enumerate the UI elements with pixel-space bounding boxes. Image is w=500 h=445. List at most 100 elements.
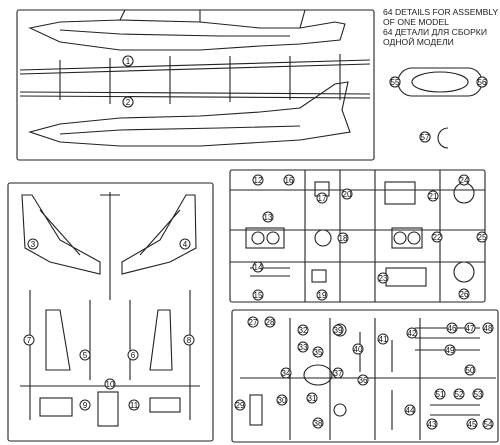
svg-text:33: 33 [299, 343, 308, 352]
svg-text:16: 16 [285, 176, 294, 185]
svg-text:54: 54 [484, 420, 493, 429]
callout-13: 13 [262, 211, 274, 223]
svg-text:31: 31 [308, 394, 317, 403]
callout-47: 47 [464, 322, 476, 334]
callout-15: 15 [252, 289, 264, 301]
assembly-note-line-3: 64 ДЕТАЛИ ДЛЯ СБОРКИ [383, 27, 487, 37]
callout-43: 43 [426, 418, 438, 430]
svg-text:32: 32 [299, 326, 308, 335]
callout-33: 33 [297, 341, 309, 353]
svg-text:37: 37 [334, 369, 343, 378]
callout-49: 49 [444, 344, 456, 356]
callout-25: 25 [476, 231, 488, 243]
fuselage-half-top [28, 19, 346, 51]
callout-52: 52 [453, 388, 465, 400]
svg-text:41: 41 [379, 335, 388, 344]
callout-14: 14 [252, 261, 264, 273]
svg-text:29: 29 [236, 401, 245, 410]
callout-22: 22 [431, 231, 443, 243]
callout-29: 29 [234, 399, 246, 411]
callout-3: 3 [27, 238, 39, 250]
callout-55: 55 [389, 76, 401, 88]
svg-text:13: 13 [264, 213, 273, 222]
svg-text:35: 35 [314, 348, 323, 357]
callout-5: 5 [79, 349, 91, 361]
svg-text:55: 55 [391, 78, 400, 87]
wing-left [21, 194, 101, 275]
svg-text:1: 1 [126, 57, 131, 66]
sprue-frame-detail-parts [231, 309, 499, 443]
assembly-note-line-1: 64 DETAILS FOR ASSEMBLY [383, 7, 499, 17]
callout-8: 8 [183, 334, 195, 346]
svg-text:50: 50 [466, 366, 475, 375]
svg-text:45: 45 [468, 420, 477, 429]
svg-text:9: 9 [83, 401, 88, 410]
svg-text:52: 52 [455, 390, 464, 399]
callout-1: 1 [122, 55, 134, 67]
svg-text:10: 10 [106, 380, 115, 389]
callout-31: 31 [306, 392, 318, 404]
callout-41: 41 [377, 333, 389, 345]
callout-53: 53 [472, 388, 484, 400]
callout-12: 12 [252, 174, 264, 186]
callout-32: 32 [297, 324, 309, 336]
svg-text:26: 26 [460, 290, 469, 299]
callout-27: 27 [247, 316, 259, 328]
svg-text:7: 7 [27, 336, 32, 345]
assembly-note: 64 DETAILS FOR ASSEMBLY OF ONE MODEL 64 … [383, 7, 500, 47]
part-callouts: 1 2 3 4 5 6 7 8 9 10 11 12 13 14 15 16 1… [23, 55, 494, 430]
svg-text:27: 27 [249, 318, 258, 327]
svg-text:18: 18 [339, 234, 348, 243]
callout-20: 20 [341, 188, 353, 200]
svg-text:47: 47 [466, 324, 475, 333]
svg-text:42: 42 [408, 329, 417, 338]
svg-text:2: 2 [126, 98, 131, 107]
callout-24: 24 [458, 174, 470, 186]
callout-44: 44 [404, 404, 416, 416]
svg-text:6: 6 [131, 351, 136, 360]
svg-text:3: 3 [31, 240, 36, 249]
svg-text:14: 14 [254, 263, 263, 272]
callout-16: 16 [283, 174, 295, 186]
fuselage-half-bottom [28, 81, 351, 147]
callout-4: 4 [179, 238, 191, 250]
svg-text:51: 51 [436, 390, 445, 399]
svg-text:24: 24 [460, 176, 469, 185]
stabilizer-left [45, 309, 71, 371]
svg-text:57: 57 [421, 133, 430, 142]
part-57-bracket [437, 127, 449, 149]
callout-34: 34 [280, 367, 292, 379]
svg-text:17: 17 [318, 194, 327, 203]
svg-text:34: 34 [282, 369, 291, 378]
svg-text:30: 30 [278, 396, 287, 405]
svg-text:40: 40 [354, 345, 363, 354]
callout-38: 38 [312, 417, 324, 429]
wing-right [121, 194, 197, 275]
callout-18: 18 [337, 232, 349, 244]
svg-text:8: 8 [187, 336, 192, 345]
callout-57: 57 [419, 131, 431, 143]
svg-text:38: 38 [314, 419, 323, 428]
callout-48: 48 [482, 322, 494, 334]
sprue-frame-fuselage [16, 9, 375, 161]
callout-21: 21 [427, 190, 439, 202]
svg-text:44: 44 [406, 406, 415, 415]
assembly-note-line-2: OF ONE MODEL [383, 17, 449, 27]
callout-17: 17 [316, 192, 328, 204]
callout-50: 50 [464, 364, 476, 376]
callout-23: 23 [377, 272, 389, 284]
assembly-note-line-4: ОДНОЙ МОДЕЛИ [383, 37, 454, 47]
callout-26: 26 [458, 288, 470, 300]
sprue-frame-wings [7, 182, 214, 442]
callout-40: 40 [352, 343, 364, 355]
callout-51: 51 [434, 388, 446, 400]
callout-11: 11 [128, 399, 140, 411]
callout-28: 28 [264, 316, 276, 328]
callout-35: 35 [312, 346, 324, 358]
svg-text:53: 53 [474, 390, 483, 399]
callout-2: 2 [122, 96, 134, 108]
stabilizer-right [149, 309, 173, 371]
svg-text:49: 49 [446, 346, 455, 355]
svg-text:36: 36 [359, 376, 368, 385]
